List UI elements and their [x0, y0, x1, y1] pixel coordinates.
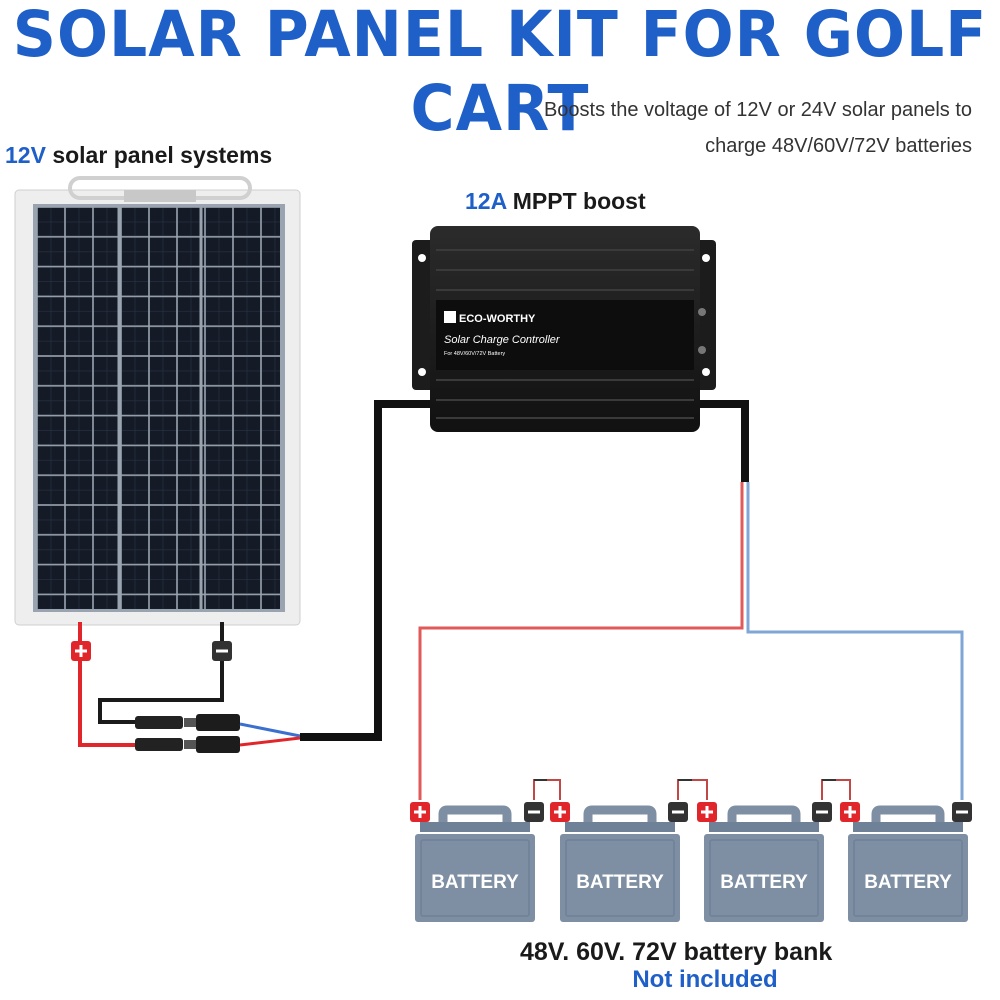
minus-terminal-icon [952, 802, 972, 822]
battery-2-label: BATTERY [576, 872, 664, 893]
battery-1: BATTERY [415, 805, 535, 922]
minus-terminal-icon [668, 802, 688, 822]
blue-lead [239, 722, 301, 738]
output-cable [700, 400, 749, 482]
battery-3-label: BATTERY [720, 872, 808, 893]
battery-2: BATTERY [560, 805, 680, 922]
output-negative-wire [746, 482, 964, 800]
controller-name: Solar Charge Controller [444, 334, 561, 346]
solar-panel-label-text: solar panel systems [45, 142, 273, 168]
battery-1-label: BATTERY [431, 872, 519, 893]
jumper-3-4 [821, 779, 851, 800]
jumper-2-3 [677, 779, 708, 800]
solar-panel [14, 176, 301, 626]
plus-terminal-icon [71, 641, 91, 661]
panel-negative-wire [98, 622, 224, 724]
plus-terminal-icon [410, 802, 430, 822]
panel-positive-wire [78, 622, 135, 747]
solar-panel-label: 12V solar panel systems [5, 142, 272, 169]
controller-brand: ECO-WORTHY [459, 313, 536, 325]
battery-terminals [410, 802, 972, 822]
battery-bank-label: 48V. 60V. 72V battery bank [520, 938, 833, 966]
mc4-connector-icon [135, 714, 240, 753]
solar-panel-voltage: 12V [5, 142, 46, 168]
controller-sub: For 48V/60V/72V Battery [444, 351, 505, 357]
minus-terminal-icon [812, 802, 832, 822]
jumper-1-2 [533, 779, 561, 800]
plus-terminal-icon [550, 802, 570, 822]
minus-terminal-icon [524, 802, 544, 822]
minus-terminal-icon [212, 641, 232, 661]
output-positive-wire [418, 482, 744, 800]
controller-current: 12A [465, 188, 507, 214]
red-lead [239, 736, 301, 747]
controller-label: 12A MPPT boost [465, 188, 646, 215]
battery-bank-note: Not included [632, 966, 778, 993]
subtitle-line-1: Boosts the voltage of 12V or 24V solar p… [543, 99, 972, 121]
battery-bank: BATTERY BATTERY BATTERY BATTERY [415, 805, 968, 922]
battery-3: BATTERY [704, 805, 824, 922]
input-cable [300, 400, 432, 741]
subtitle-line-2: charge 48V/60V/72V batteries [705, 135, 972, 157]
page-title: SOLAR PANEL KIT FOR GOLF CART [12, 0, 988, 146]
controller-label-text: MPPT boost [506, 188, 646, 214]
plus-terminal-icon [697, 802, 717, 822]
subtitle: Boosts the voltage of 12V or 24V solar p… [544, 92, 972, 164]
plus-terminal-icon [840, 802, 860, 822]
battery-4-label: BATTERY [864, 872, 952, 893]
battery-4: BATTERY [848, 805, 968, 922]
mppt-controller: ECO-WORTHY Solar Charge Controller For 4… [412, 226, 716, 432]
